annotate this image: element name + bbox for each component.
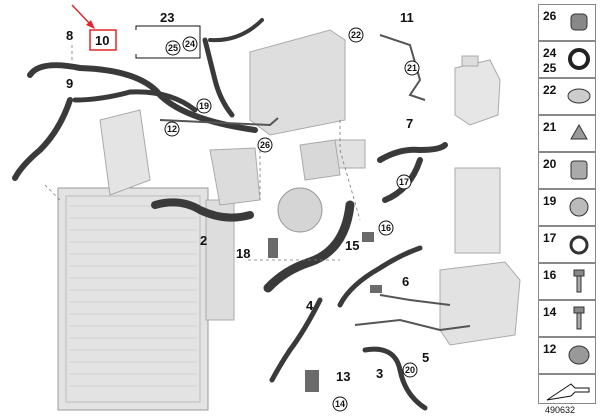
document-id: 490632 <box>545 405 576 415</box>
callout-26: 26 <box>260 140 270 150</box>
callout-3: 3 <box>376 366 383 381</box>
callout-21: 21 <box>407 63 417 73</box>
highlight-arrow <box>71 4 117 51</box>
callout-20: 20 <box>405 365 415 375</box>
callout-4: 4 <box>306 298 314 313</box>
legend-cell-20: 20 <box>538 152 596 189</box>
callout-5: 5 <box>422 350 429 365</box>
callout-25: 25 <box>168 43 178 53</box>
spring-clamp-icon <box>569 235 589 255</box>
bolt-icon <box>573 269 585 293</box>
arrow-icon <box>546 383 590 401</box>
callout-11: 11 <box>400 10 414 25</box>
legend-number: 21 <box>543 120 557 134</box>
legend-number: 19 <box>543 194 557 208</box>
clamp-icon <box>570 13 588 31</box>
callout-23: 23 <box>160 10 174 25</box>
clip-icon <box>570 123 588 140</box>
legend-number: 24 <box>543 46 557 60</box>
pipes <box>159 34 471 332</box>
callout-13: 13 <box>336 369 350 384</box>
legend-cell-24-25: 24 25 <box>538 41 596 78</box>
callout-16: 16 <box>381 223 391 233</box>
callout-22: 22 <box>351 30 361 40</box>
clamp-band-icon <box>568 345 590 365</box>
legend-number: 14 <box>543 305 557 319</box>
screw-icon <box>573 306 585 330</box>
expansion-tank <box>454 55 501 126</box>
legend-cell-14: 14 <box>538 300 596 337</box>
legend-cell-12: 12 <box>538 337 596 374</box>
legend-cell-arrow <box>538 374 596 404</box>
callout-2: 2 <box>200 233 207 248</box>
callout-6: 6 <box>402 274 409 289</box>
radiator <box>57 187 235 411</box>
legend-cell-26: 26 <box>538 4 596 41</box>
legend-cell-19: 19 <box>538 189 596 226</box>
holder-icon <box>569 197 589 217</box>
parts-diagram: 8 10 23 25 24 9 11 22 21 19 12 26 7 17 2… <box>12 4 521 412</box>
legend-number: 25 <box>543 61 557 75</box>
callout-15: 15 <box>345 238 359 253</box>
legend-cell-16: 16 <box>538 263 596 300</box>
callout-8: 8 <box>66 28 73 43</box>
callout-24: 24 <box>185 39 195 49</box>
o-ring-icon <box>568 48 590 70</box>
hoses <box>12 18 448 411</box>
group-bracket <box>135 25 201 59</box>
legend-number: 20 <box>543 157 557 171</box>
callout-labels: 8 10 23 25 24 9 11 22 21 19 12 26 7 17 2… <box>66 10 429 412</box>
legend-cell-22: 22 <box>538 78 596 115</box>
clamps <box>268 232 382 392</box>
callout-17: 17 <box>399 177 409 187</box>
legend-cell-17: 17 <box>538 226 596 263</box>
legend-number: 22 <box>543 83 557 97</box>
callout-7: 7 <box>406 116 413 131</box>
callout-12: 12 <box>167 124 177 134</box>
callout-9: 9 <box>66 76 73 91</box>
legend-number: 16 <box>543 268 557 282</box>
sleeve-icon <box>570 160 588 180</box>
legend-number: 12 <box>543 342 557 356</box>
callout-18: 18 <box>236 246 250 261</box>
legend-cell-21: 21 <box>538 115 596 152</box>
legend-number: 17 <box>543 231 557 245</box>
callout-19: 19 <box>199 101 209 111</box>
coolant-reservoir <box>439 167 521 346</box>
callout-10: 10 <box>95 33 109 48</box>
leader-lines <box>44 45 361 261</box>
legend-number: 26 <box>543 9 557 23</box>
parts-legend: 26 24 25 22 21 20 19 17 16 14 12 <box>538 4 598 415</box>
callout-14: 14 <box>335 399 345 409</box>
water-pump <box>99 109 341 233</box>
hose-clamp-icon <box>567 88 591 104</box>
